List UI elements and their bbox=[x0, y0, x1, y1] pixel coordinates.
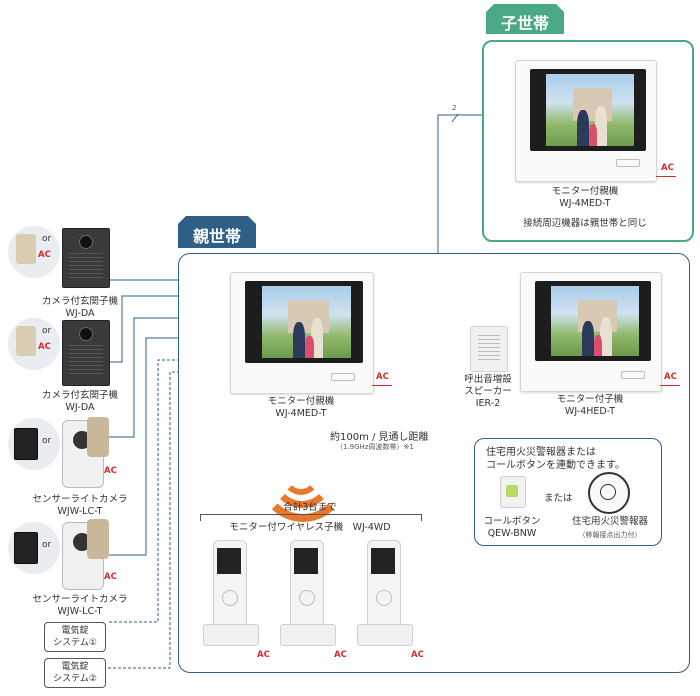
wireless-handset bbox=[280, 540, 336, 646]
lock-system-line1: 電気錠 bbox=[61, 662, 89, 672]
speaker-device bbox=[470, 326, 508, 372]
speaker-label-1: 呼出音増設 bbox=[464, 374, 512, 385]
wireless-waves-icon bbox=[255, 428, 347, 522]
sensor-camera-icon bbox=[62, 417, 109, 488]
or-label: or bbox=[42, 436, 52, 446]
lock-system-line2: システム① bbox=[53, 638, 97, 648]
main-monitor-model: WJ-4MED-T bbox=[275, 408, 327, 419]
child-note: 接続周辺機器は親世帯と同じ bbox=[523, 218, 647, 229]
ac-label: AC bbox=[334, 650, 347, 660]
wire-count-label: 2 bbox=[452, 104, 457, 112]
ac-label: AC bbox=[104, 466, 117, 476]
call-button-model: QEW-BNW bbox=[487, 528, 537, 539]
parent-household-tab: 親世帯 bbox=[178, 216, 256, 248]
child-household-tab: 子世帯 bbox=[486, 4, 564, 34]
or-text: または bbox=[544, 493, 573, 504]
wireless-range: 約100m / 見通し距離 bbox=[330, 432, 429, 443]
wireless-label: モニター付ワイヤレス子機 WJ-4WD bbox=[229, 522, 391, 533]
intercom-icon bbox=[14, 428, 38, 460]
sub-monitor-model: WJ-4HED-T bbox=[564, 406, 616, 417]
main-monitor bbox=[230, 272, 374, 394]
fire-alarm-icon bbox=[588, 472, 630, 514]
wireless-handset bbox=[203, 540, 259, 646]
wireless-total: 合計3台まで bbox=[283, 502, 337, 513]
door-camera-icon bbox=[16, 326, 36, 356]
sub-monitor-label: モニター付子機 bbox=[556, 394, 624, 405]
wireless-range-sub: （1.9GHz周波数帯）※1 bbox=[336, 443, 414, 451]
door-station-label: カメラ付玄関子機 bbox=[41, 390, 118, 401]
monitor-screen bbox=[530, 69, 646, 151]
sensor-camera-icon bbox=[62, 519, 109, 590]
ac-label: AC bbox=[257, 650, 270, 660]
fire-alarm-title-2: コールボタンを連動できます。 bbox=[486, 460, 625, 471]
sub-monitor bbox=[520, 272, 662, 392]
door-station-model: WJ-DA bbox=[65, 308, 95, 319]
lock-system-line2: システム② bbox=[53, 674, 97, 684]
sensor-camera-model: WJW-LC-T bbox=[57, 606, 103, 617]
lock-system-1: 電気錠 システム① bbox=[44, 622, 106, 652]
child-monitor-label: モニター付親機 bbox=[551, 186, 619, 197]
wire-door-2 bbox=[108, 295, 230, 363]
door-camera-icon bbox=[16, 234, 36, 264]
lock-system-line1: 電気錠 bbox=[61, 626, 89, 636]
ac-label: AC bbox=[661, 163, 674, 173]
sensor-camera-model: WJW-LC-T bbox=[57, 506, 103, 517]
ac-label: AC bbox=[38, 342, 51, 352]
monitor-screen bbox=[535, 281, 651, 361]
ac-label: AC bbox=[411, 650, 424, 660]
fire-alarm-sub: （移報接点出力付） bbox=[578, 531, 642, 539]
speaker-model: IER-2 bbox=[475, 398, 501, 409]
call-button-label: コールボタン bbox=[483, 516, 541, 527]
monitor-screen bbox=[245, 281, 363, 363]
or-label: or bbox=[42, 326, 52, 336]
child-monitor bbox=[515, 60, 657, 182]
door-station-icon bbox=[62, 228, 110, 288]
door-station-icon bbox=[62, 320, 110, 386]
intercom-icon bbox=[14, 532, 38, 564]
fire-alarm-title-1: 住宅用火災警報器または bbox=[486, 447, 596, 458]
ac-label: AC bbox=[38, 250, 51, 260]
ac-label: AC bbox=[376, 372, 389, 382]
ac-label: AC bbox=[664, 372, 677, 382]
wireless-handset bbox=[357, 540, 413, 646]
sensor-camera-label: センサーライトカメラ bbox=[32, 594, 128, 605]
speaker-label-2: スピーカー bbox=[464, 386, 512, 397]
or-label: or bbox=[42, 234, 52, 244]
or-label: or bbox=[42, 540, 52, 550]
call-button-icon bbox=[500, 476, 526, 508]
door-station-model: WJ-DA bbox=[65, 402, 95, 413]
child-monitor-model: WJ-4MED-T bbox=[559, 198, 611, 209]
ac-label: AC bbox=[104, 572, 117, 582]
door-station-label: カメラ付玄関子機 bbox=[41, 296, 118, 307]
fire-alarm-label: 住宅用火災警報器 bbox=[571, 516, 648, 527]
sensor-camera-label: センサーライトカメラ bbox=[32, 494, 128, 505]
lock-system-2: 電気錠 システム② bbox=[44, 658, 106, 688]
main-monitor-label: モニター付親機 bbox=[267, 396, 335, 407]
